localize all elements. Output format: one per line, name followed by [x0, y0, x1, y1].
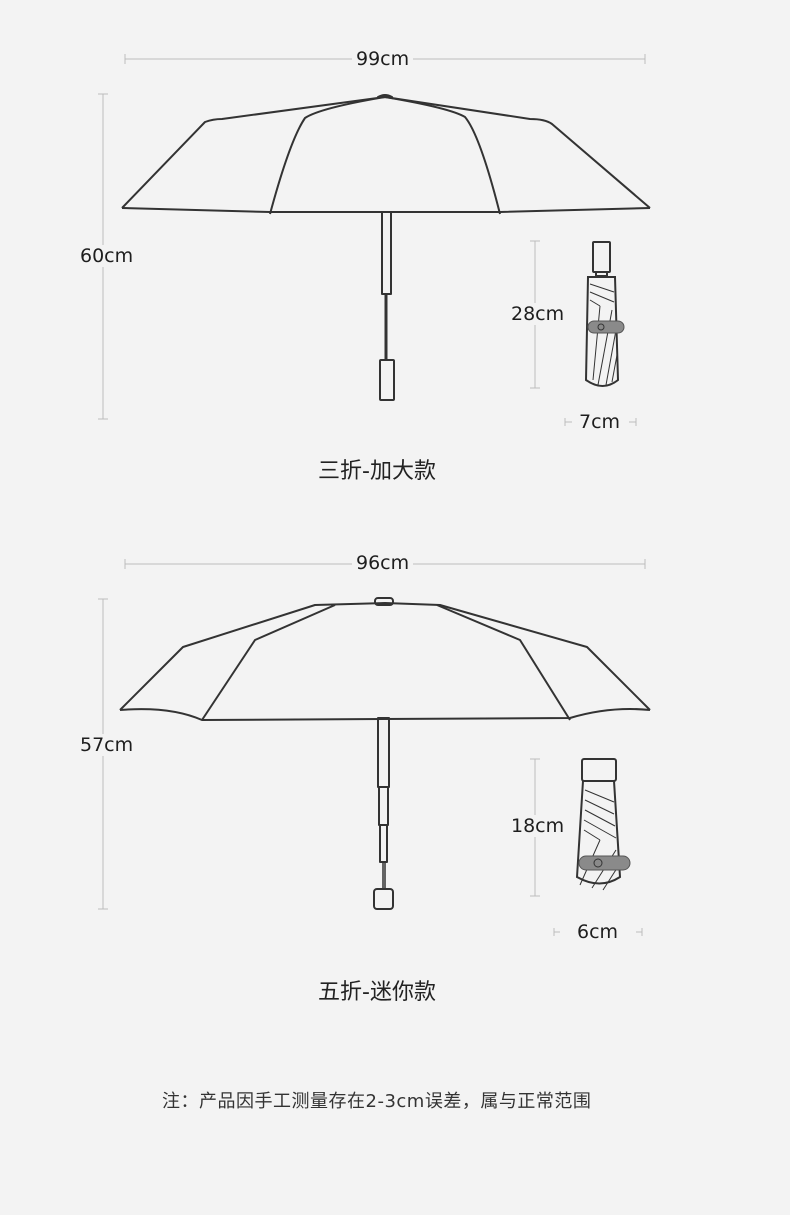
large-umbrella-dimension-lines — [98, 54, 646, 426]
mini-open-height-label: 57cm — [76, 734, 138, 756]
mini-model-caption: 五折-迷你款 — [318, 980, 436, 1005]
mini-folded-length-label: 18cm — [507, 815, 569, 837]
mini-umbrella-folded-drawing — [575, 758, 631, 891]
large-open-height-label: 60cm — [76, 245, 138, 267]
large-model-caption: 三折-加大款 — [318, 459, 436, 484]
large-folded-length-label: 28cm — [507, 303, 569, 325]
large-folded-width-label: 7cm — [575, 411, 625, 433]
mini-umbrella-dimension-lines — [98, 559, 646, 936]
measurement-note: 注：产品因手工测量存在2-3cm误差，属与正常范围 — [162, 1091, 592, 1112]
mini-folded-width-label: 6cm — [573, 921, 623, 943]
large-open-width-label: 99cm — [352, 48, 414, 70]
mini-open-width-label: 96cm — [352, 552, 414, 574]
large-umbrella-open-drawing — [121, 94, 651, 401]
large-umbrella-folded-drawing — [584, 241, 625, 387]
mini-umbrella-open-drawing — [119, 597, 651, 910]
